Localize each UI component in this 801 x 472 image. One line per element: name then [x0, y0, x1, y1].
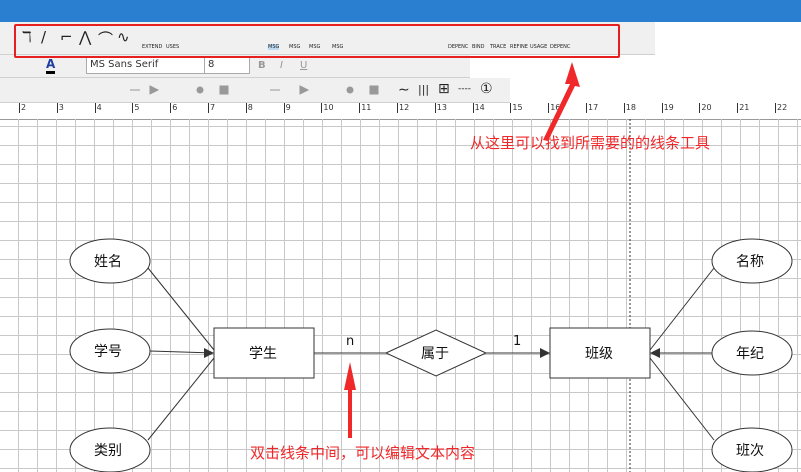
- ruler-tick: 13: [434, 103, 447, 113]
- line-style-tool[interactable]: MSG: [309, 44, 321, 50]
- number-tool[interactable]: ①: [480, 81, 493, 97]
- ruler-tick: 3: [56, 103, 64, 113]
- line-style-tool[interactable]: DEPENC: [550, 44, 571, 50]
- ruler-tick: 7: [208, 103, 216, 113]
- attr-student-id: 学号: [94, 344, 122, 360]
- dash-tool[interactable]: ----: [458, 84, 471, 94]
- line-tool[interactable]: ∿: [117, 28, 130, 46]
- line-tool[interactable]: ⌒: [98, 30, 114, 48]
- relationship-label: 属于: [421, 346, 449, 362]
- line-tool[interactable]: ⋀: [79, 28, 92, 46]
- entity-rect[interactable]: [213, 327, 315, 379]
- attr-grade: 年纪: [736, 346, 764, 362]
- line-style-tool[interactable]: EXTEND: [142, 44, 163, 50]
- line-style-tool[interactable]: DEPENC: [448, 44, 469, 50]
- attribute-ellipse[interactable]: [711, 330, 793, 376]
- ruler-tick: 2: [19, 103, 27, 113]
- line-style-tool[interactable]: TRACE: [490, 44, 507, 50]
- attr-class-no: 班次: [736, 443, 764, 459]
- cardinality-n[interactable]: n: [346, 334, 355, 349]
- attribute-ellipse[interactable]: [711, 238, 793, 284]
- annotation-top: 从这里可以找到所需要的的线条工具: [470, 134, 711, 152]
- title-bar: [0, 0, 801, 22]
- ruler-tick: 9: [283, 103, 291, 113]
- line-tool[interactable]: ℸ: [22, 28, 32, 46]
- underline-button[interactable]: U: [300, 60, 308, 71]
- arrow-style-tools[interactable]: [120, 82, 390, 98]
- attribute-ellipse[interactable]: [69, 427, 151, 472]
- entity-rect[interactable]: [549, 327, 651, 379]
- ruler-tick: 16: [548, 103, 561, 113]
- ruler-tick: 4: [94, 103, 102, 113]
- attribute-ellipse[interactable]: [69, 238, 151, 284]
- ruler-tick: 22: [775, 103, 788, 113]
- attribute-ellipse[interactable]: [711, 427, 793, 472]
- line-tool[interactable]: /: [41, 28, 47, 46]
- columns-tool[interactable]: |||: [418, 83, 430, 96]
- curve-tool[interactable]: ∼: [398, 82, 410, 98]
- drawing-canvas[interactable]: [0, 119, 801, 472]
- attribute-ellipse[interactable]: [69, 328, 151, 374]
- font-color-icon[interactable]: A: [46, 57, 56, 74]
- ruler-tick: 20: [699, 103, 712, 113]
- highlight-box: [14, 24, 620, 58]
- attr-category: 类别: [94, 443, 122, 459]
- ruler-tick: 5: [132, 103, 140, 113]
- ruler-tick: 6: [170, 103, 178, 113]
- ruler-tick: 10: [321, 103, 334, 113]
- red-arrow-bottom: [344, 362, 356, 438]
- ruler-tick: 14: [472, 103, 485, 113]
- attr-class-name: 名称: [736, 254, 764, 270]
- ruler-tick: 19: [661, 103, 674, 113]
- ruler-tick: 15: [510, 103, 523, 113]
- line-style-tool[interactable]: MSG: [289, 44, 301, 50]
- attr-name: 姓名: [94, 254, 122, 270]
- line-style-tool[interactable]: REFINE: [510, 44, 528, 50]
- annotation-bottom: 双击线条中间，可以编辑文本内容: [250, 444, 476, 462]
- entity-class: 班级: [585, 346, 613, 362]
- cardinality-1[interactable]: 1: [513, 334, 522, 349]
- ruler-tick: 11: [359, 103, 372, 113]
- format-toolbar: MS Sans Serif 8 B I U A: [0, 55, 470, 78]
- ruler-tick: 8: [245, 103, 253, 113]
- ruler-tick: 21: [737, 103, 750, 113]
- shape-toolbar: ∼ ||| ⊞ ---- ①: [0, 78, 510, 103]
- line-style-tool[interactable]: MSG: [268, 44, 280, 50]
- line-style-tool[interactable]: USAGE: [530, 44, 548, 50]
- line-style-tool[interactable]: MSG: [332, 44, 344, 50]
- red-arrow-top: [543, 62, 580, 141]
- ruler-tick: 17: [586, 103, 599, 113]
- entity-student: 学生: [249, 346, 277, 362]
- line-tool[interactable]: ⌐: [60, 28, 73, 46]
- line-style-tool[interactable]: BIND: [472, 44, 485, 50]
- table-tool[interactable]: ⊞: [438, 81, 450, 97]
- ruler-tick: 18: [623, 103, 636, 113]
- bold-button[interactable]: B: [258, 60, 266, 71]
- line-style-tool[interactable]: USES: [166, 44, 180, 50]
- relationship-diamond[interactable]: [384, 329, 488, 377]
- italic-button[interactable]: I: [280, 60, 283, 71]
- ruler-tick: 12: [397, 103, 410, 113]
